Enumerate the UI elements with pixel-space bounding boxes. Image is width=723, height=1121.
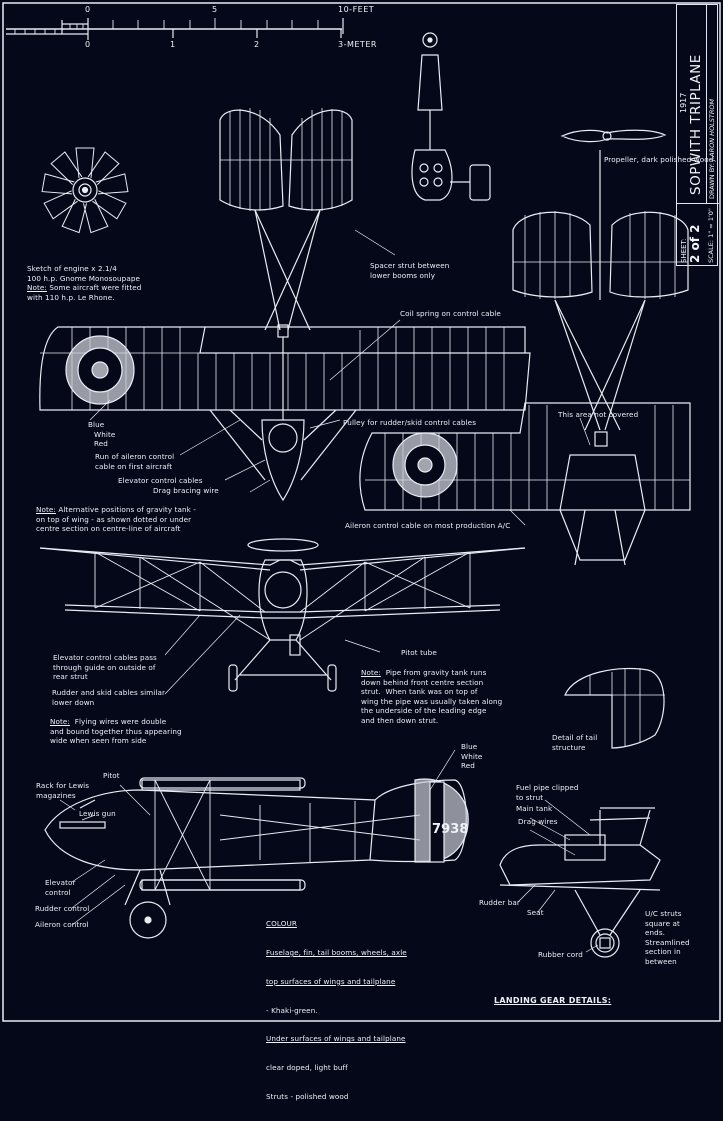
blueprint-sheet: 0 5 10-FEET 0 1 2 3-METER SHEET: 2 of 2 … — [2, 2, 721, 1101]
rubber-cord-label: Rubber cord — [538, 950, 583, 959]
propeller-label: Propeller, dark polished wood — [604, 155, 714, 164]
blueprint-drawing — [2, 2, 721, 1022]
colour-line: - Khaki-green. — [266, 1005, 318, 1015]
tailplane-top-view — [219, 108, 353, 331]
drawn-by: DRAWN BY: J.ARON HOLSTROM — [708, 98, 716, 199]
fuselage-front-detail — [411, 32, 491, 201]
scale-bar — [6, 18, 344, 40]
tail-plan-view-right — [512, 150, 689, 431]
scale-label: SCALE: 1" = 1'0" — [707, 208, 715, 263]
pitot-label: Pitot — [103, 771, 120, 780]
scale-meter-1: 1 — [170, 40, 176, 49]
scale-meter-2: 2 — [254, 40, 260, 49]
front-elevation — [39, 538, 526, 692]
colour-line: top surfaces of wings and tailplane — [266, 976, 396, 986]
scale-feet-10: 10-FEET — [338, 5, 375, 14]
pulley-label: Pulley for rudder/skid control cables — [343, 418, 477, 427]
landing-gear-detail — [499, 807, 661, 958]
aileron-control-label: Aileron control — [35, 920, 89, 929]
scale-feet-5: 5 — [212, 5, 218, 14]
serial-number: 7938 — [432, 822, 469, 837]
sheet-label: SHEET: — [680, 238, 688, 263]
drag-bracing-label: Drag bracing wire — [153, 486, 219, 495]
colour-line: Struts - polished wood — [266, 1091, 349, 1101]
drag-wires-label: Drag wires — [518, 817, 558, 826]
landing-gear-title: LANDING GEAR DETAILS: — [494, 996, 612, 1005]
colour-legend: COLOUR Fuselage, fin, tail booms, wheels… — [266, 900, 407, 1121]
elevator-cables-label: Elevator control cables — [118, 476, 203, 485]
seat-label: Seat — [527, 908, 544, 917]
colour-line: Fuselage, fin, tail booms, wheels, axle — [266, 947, 407, 957]
scale-meter-0: 0 — [85, 40, 91, 49]
colour-line: clear doped, light buff — [266, 1063, 348, 1073]
rudder-bar-label: Rudder bar — [479, 898, 520, 907]
upper-wing-plan — [39, 324, 531, 420]
side-elevation — [44, 777, 469, 939]
drawing-title: SOPWITH TRIPLANE — [688, 54, 704, 195]
year: 1917 — [679, 92, 688, 113]
engine-sketch — [41, 147, 129, 234]
scale-feet-0: 0 — [85, 5, 91, 14]
sheet-value: 2 of 2 — [688, 224, 702, 263]
main-tank-label: Main tank — [516, 804, 553, 813]
colour-line: Under surfaces of wings and tailplane — [266, 1034, 406, 1044]
pitot-tube-label: Pitot tube — [401, 648, 437, 657]
colour-legend-title: COLOUR — [266, 919, 297, 929]
area-not-covered-label: This area not covered — [558, 410, 639, 419]
leader-lines — [59, 229, 599, 953]
lewis-gun-label: Lewis gun — [79, 809, 116, 818]
title-block: SHEET: 2 of 2 SCALE: 1" = 1'0" 1917 SOPW… — [676, 4, 719, 267]
scale-meter-3: 3-METER — [338, 40, 377, 49]
coil-spring-label: Coil spring on control cable — [400, 309, 501, 318]
aileron-production-label: Aileron control cable on most production… — [345, 521, 511, 530]
gravity-tank-note: Note: Alternative positions of gravity t… — [36, 505, 196, 534]
rudder-control-label: Rudder control — [35, 904, 90, 913]
sheet-border — [2, 2, 721, 1022]
title-cell: 1917 SOPWITH TRIPLANE DRAWN BY: J.ARON H… — [677, 5, 719, 203]
fuselage-plan — [209, 409, 357, 502]
lower-wing-plan — [359, 402, 691, 566]
tail-side-detail — [564, 667, 665, 749]
propeller-drawing — [560, 129, 667, 143]
sheet-scale-cell: SHEET: 2 of 2 SCALE: 1" = 1'0" — [677, 203, 719, 267]
